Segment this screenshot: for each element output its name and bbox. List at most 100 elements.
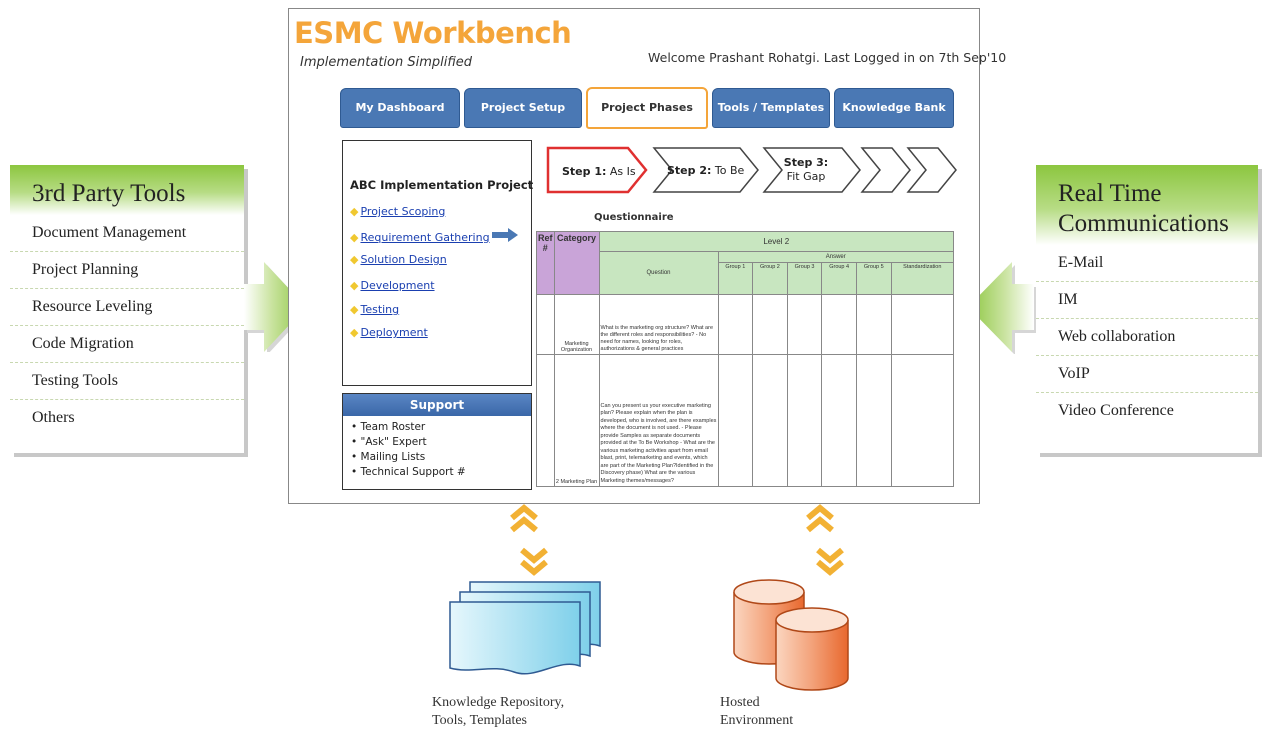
repository-label-line-2: Tools, Templates bbox=[432, 713, 527, 728]
answer-cell[interactable] bbox=[752, 294, 788, 355]
category-header: Category bbox=[553, 231, 600, 295]
diamond-bullet-icon: ◆ bbox=[350, 254, 359, 266]
hosted-sync-chevrons-icon bbox=[806, 504, 844, 576]
right-item-web-collaboration: Web collaboration bbox=[1036, 319, 1258, 356]
repository-label-line-1: Knowledge Repository, bbox=[432, 695, 565, 710]
diamond-bullet-icon: ◆ bbox=[350, 280, 359, 292]
answer-cell[interactable] bbox=[717, 294, 754, 355]
support-item-team-roster[interactable]: • Team Roster bbox=[351, 421, 426, 433]
project-link-scoping-row[interactable]: ◆Project Scoping bbox=[350, 202, 445, 220]
support-panel: Support • Team Roster • "Ask" Expert • M… bbox=[342, 393, 532, 490]
answer-cell[interactable] bbox=[786, 354, 823, 487]
step-2-label[interactable]: Step 2: To Be bbox=[667, 164, 744, 177]
answer-cell[interactable] bbox=[855, 354, 892, 487]
group-header-3: Group 3 bbox=[786, 262, 823, 295]
left-item-document-management: Document Management bbox=[10, 215, 244, 252]
step-1-name: As Is bbox=[609, 165, 636, 178]
answer-cell[interactable] bbox=[855, 294, 892, 355]
group-header-1: Group 1 bbox=[717, 262, 754, 295]
group-header-standardization: Standardization bbox=[890, 262, 955, 295]
step-3-label[interactable]: Step 3: Fit Gap bbox=[778, 156, 834, 184]
link-testing[interactable]: Testing bbox=[360, 303, 400, 316]
hosted-label-line-1: Hosted bbox=[720, 695, 760, 710]
link-requirement-gathering[interactable]: Requirement Gathering bbox=[360, 231, 490, 244]
step-2-prefix: Step 2: bbox=[667, 164, 712, 177]
left-item-testing-tools: Testing Tools bbox=[10, 363, 244, 400]
third-party-tools-title: 3rd Party Tools bbox=[10, 165, 244, 215]
group-header-5: Group 5 bbox=[855, 262, 892, 295]
answer-cell[interactable] bbox=[821, 354, 857, 487]
tab-project-setup[interactable]: Project Setup bbox=[464, 88, 582, 128]
link-development[interactable]: Development bbox=[360, 279, 435, 292]
tab-tools-templates[interactable]: Tools / Templates bbox=[712, 88, 830, 128]
ref-cell bbox=[536, 294, 555, 355]
question-cell: Can you present us your executive market… bbox=[598, 354, 719, 487]
link-project-scoping[interactable]: Project Scoping bbox=[360, 205, 446, 218]
app-tagline: Implementation Simplified bbox=[300, 55, 473, 70]
answer-cell[interactable] bbox=[752, 354, 788, 487]
step-3-name: Fit Gap bbox=[786, 170, 826, 183]
category-cell: 2 Marketing Plan bbox=[553, 354, 600, 487]
left-item-code-migration: Code Migration bbox=[10, 326, 244, 363]
tab-my-dashboard[interactable]: My Dashboard bbox=[340, 88, 460, 128]
tab-project-phases[interactable]: Project Phases bbox=[586, 87, 708, 129]
project-panel bbox=[342, 140, 532, 386]
answer-cell[interactable] bbox=[717, 354, 754, 487]
step-2-shape bbox=[652, 147, 759, 193]
link-solution-design[interactable]: Solution Design bbox=[360, 253, 447, 266]
steps-chevron-bar bbox=[546, 146, 957, 194]
support-item-ask-expert[interactable]: • "Ask" Expert bbox=[351, 436, 427, 448]
step-1-prefix: Step 1: bbox=[562, 165, 607, 178]
left-item-project-planning: Project Planning bbox=[10, 252, 244, 289]
answer-cell[interactable] bbox=[786, 294, 823, 355]
support-item-mailing-lists[interactable]: • Mailing Lists bbox=[351, 451, 426, 463]
question-header: Question bbox=[598, 251, 719, 295]
ref-cell bbox=[536, 354, 555, 487]
answer-cell[interactable] bbox=[821, 294, 857, 355]
right-arrow-icon bbox=[968, 262, 1036, 354]
category-cell: Marketing Organization bbox=[553, 294, 600, 355]
third-party-tools-panel: 3rd Party Tools Document Management Proj… bbox=[10, 165, 244, 453]
real-time-communications-panel: Real Time Communications E-Mail IM Web c… bbox=[1036, 165, 1258, 453]
project-link-development-row[interactable]: ◆Development bbox=[350, 276, 435, 294]
answer-header: Answer bbox=[717, 251, 955, 263]
link-deployment[interactable]: Deployment bbox=[360, 326, 428, 339]
step-2-name: To Be bbox=[714, 164, 745, 177]
step-1-label[interactable]: Step 1: As Is bbox=[562, 165, 636, 178]
current-phase-arrow-icon bbox=[492, 228, 518, 242]
app-logo: ESMC Workbench bbox=[294, 16, 572, 50]
repository-label: Knowledge Repository, Tools, Templates bbox=[432, 694, 564, 730]
question-cell: What is the marketing org structure? Wha… bbox=[598, 294, 719, 355]
right-item-email: E-Mail bbox=[1036, 245, 1258, 282]
project-link-requirement-row[interactable]: ◆Requirement Gathering bbox=[350, 228, 490, 246]
welcome-message: Welcome Prashant Rohatgi. Last Logged in… bbox=[648, 50, 1007, 65]
diamond-bullet-icon: ◆ bbox=[350, 327, 359, 339]
left-item-resource-leveling: Resource Leveling bbox=[10, 289, 244, 326]
tab-knowledge-bank[interactable]: Knowledge Bank bbox=[834, 88, 954, 128]
step-3-prefix: Step 3: bbox=[783, 156, 829, 169]
level-header: Level 2 bbox=[598, 231, 955, 252]
right-item-voip: VoIP bbox=[1036, 356, 1258, 393]
hosted-label: Hosted Environment bbox=[720, 694, 793, 730]
project-link-deployment-row[interactable]: ◆Deployment bbox=[350, 323, 428, 341]
hosted-label-line-2: Environment bbox=[720, 713, 794, 728]
right-item-video-conference: Video Conference bbox=[1058, 402, 1174, 419]
questionnaire-title: Questionnaire bbox=[594, 212, 674, 223]
step-3-shape bbox=[762, 147, 861, 193]
project-link-testing-row[interactable]: ◆Testing bbox=[350, 300, 399, 318]
right-item-im: IM bbox=[1036, 282, 1258, 319]
step-1-shape bbox=[546, 146, 648, 194]
database-icon bbox=[733, 579, 849, 691]
diamond-bullet-icon: ◆ bbox=[350, 232, 359, 244]
project-link-solution-row[interactable]: ◆Solution Design bbox=[350, 250, 447, 268]
left-item-others: Others bbox=[32, 409, 75, 426]
answer-cell[interactable] bbox=[890, 294, 955, 355]
document-stack-icon bbox=[449, 581, 601, 675]
support-title: Support bbox=[343, 394, 531, 416]
step-5-shape bbox=[906, 147, 957, 193]
repository-sync-chevrons-icon bbox=[510, 504, 548, 576]
answer-cell[interactable] bbox=[890, 354, 955, 487]
questionnaire-table: Ref # Category Level 2 Question Answer G… bbox=[536, 231, 955, 487]
project-title: ABC Implementation Project bbox=[350, 178, 534, 192]
support-item-technical-support[interactable]: • Technical Support # bbox=[351, 466, 466, 478]
